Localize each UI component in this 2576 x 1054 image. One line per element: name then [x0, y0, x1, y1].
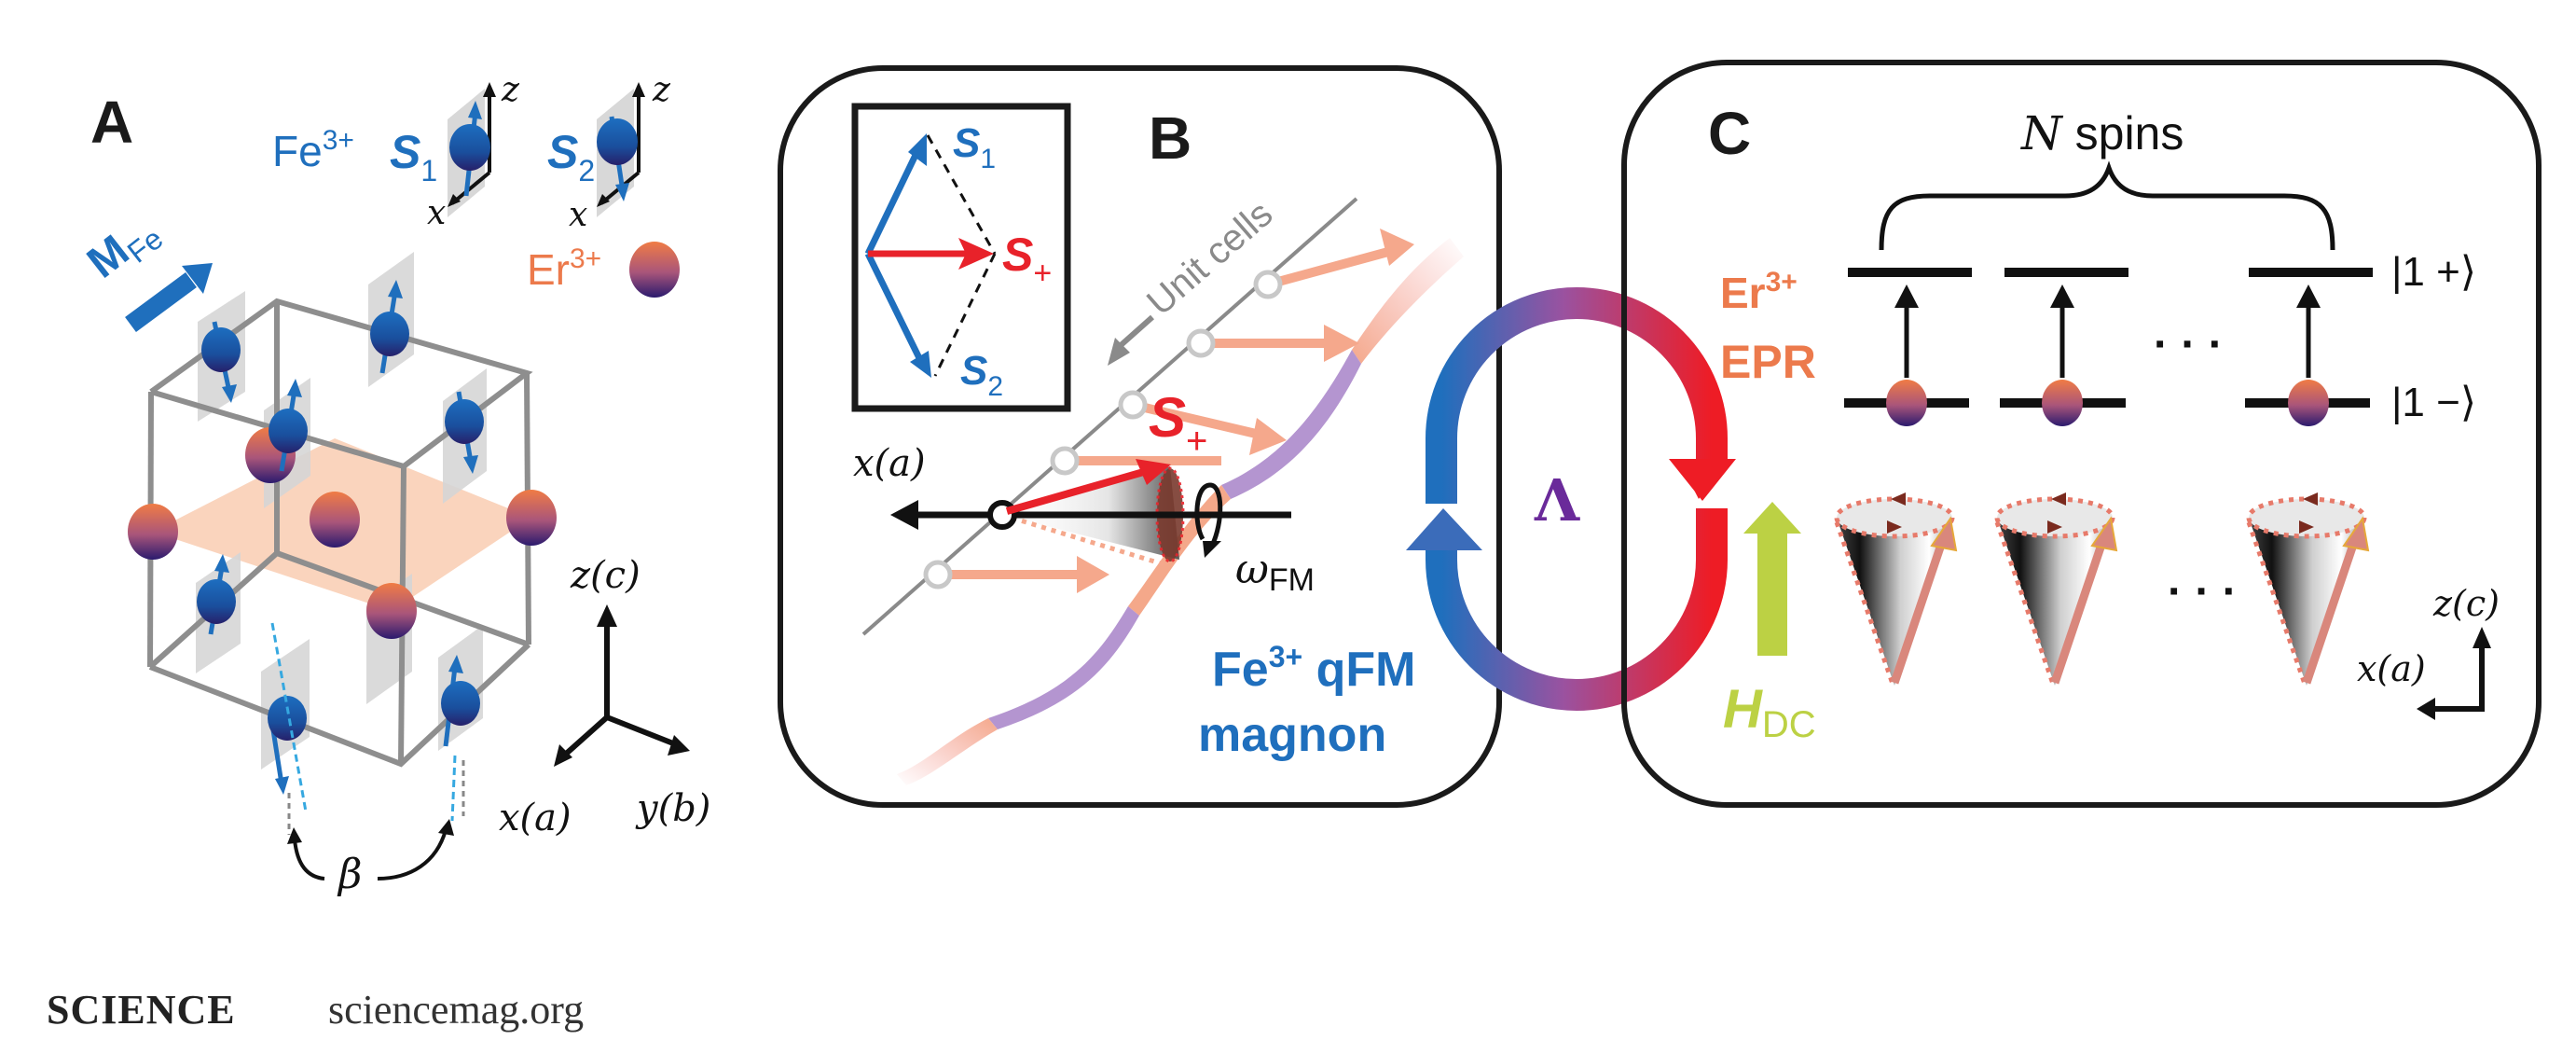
er-sphere-icon — [2288, 380, 2329, 426]
inset-s2-label: S2 — [960, 348, 1003, 402]
lattice-line — [861, 197, 1358, 636]
fe-spin-up — [441, 655, 480, 747]
er-ion-legend: Er3+ — [527, 243, 601, 294]
panel-b-label: B — [1149, 104, 1192, 172]
panel-c-label: C — [1708, 100, 1751, 167]
fe-spin-up — [269, 379, 308, 472]
fe-spin-down — [445, 391, 484, 474]
er-epr-label-1: Er3+ — [1720, 267, 1798, 317]
levels-ellipsis: · · · — [2154, 320, 2224, 369]
ket-lower-label: |1 −⟩ — [2391, 380, 2476, 425]
panel-a: A Fe3+ S1 z x S2 z x — [78, 71, 710, 898]
panel-b: B S1 S+ S2 Unit cells — [778, 65, 1502, 808]
cones-ellipsis: · · · — [2168, 567, 2238, 617]
inset-s1-label: S1 — [953, 120, 996, 174]
canting-angle-label: β — [337, 851, 362, 898]
er-sphere-icon — [629, 242, 680, 298]
spin-level-n — [2245, 268, 2373, 426]
fe-ions — [197, 280, 484, 795]
coupling-loop: Λ — [1406, 287, 1736, 711]
b-axis-x-label: x(a) — [853, 442, 926, 485]
axis-x-label: x(a) — [499, 797, 572, 839]
c-axis-x-label: x(a) — [2357, 648, 2426, 689]
fe-sphere-icon — [597, 118, 638, 165]
s2-x-label: x — [569, 196, 587, 234]
chain-spins — [938, 244, 1400, 579]
er-epr-label-2: EPR — [1720, 336, 1816, 388]
cone-2 — [1994, 492, 2118, 686]
spin-level-2 — [2000, 268, 2128, 426]
lattice-sites — [923, 270, 1283, 589]
axis-y-label: y(b) — [635, 787, 710, 830]
splus-label: S+ — [1149, 386, 1207, 462]
s2-legend-spin — [597, 82, 645, 217]
s2-legend-label: S2 — [547, 126, 595, 187]
er-sphere-icon — [1886, 380, 1927, 426]
er-sphere-icon — [366, 583, 417, 639]
omega-label: ωFM — [1235, 546, 1315, 598]
panel-b-frame — [778, 65, 1502, 808]
fe-spin-down — [268, 696, 307, 795]
loop-arrow-up-icon — [1406, 508, 1482, 550]
rotation-arrow-icon — [1194, 482, 1223, 548]
panel-c: C N spins Er3+ EPR — [1621, 60, 2542, 808]
s1-legend-spin — [448, 82, 496, 217]
precession-cones — [1834, 492, 2370, 686]
coupling-symbol: Λ — [1534, 466, 1580, 534]
cone-n — [2246, 492, 2370, 686]
er-sphere-icon — [128, 504, 178, 560]
energy-levels — [1844, 268, 2373, 426]
fe-sphere-icon — [449, 124, 490, 171]
magnon-title-line2: magnon — [1198, 708, 1386, 762]
panel-c-frame — [1621, 60, 2542, 808]
c-axis-z-label: z(c) — [2432, 583, 2500, 624]
magnon-title-line1: Fe3+ qFM — [1212, 640, 1415, 697]
splus-vector — [1005, 467, 1149, 515]
spin-level-1 — [1844, 268, 1972, 426]
beta-arrow-right — [377, 829, 448, 881]
s1-x-label: x — [427, 194, 446, 232]
er-sphere-icon — [506, 490, 557, 546]
inset-vectors — [864, 133, 997, 378]
s1-z-label: z — [501, 71, 520, 109]
n-spins-brace — [1879, 160, 2335, 251]
cone-1 — [1834, 492, 1958, 686]
er-sphere-icon — [310, 492, 360, 548]
dc-field-label: HDC — [1723, 679, 1816, 745]
panel-a-label: A — [90, 89, 133, 156]
n-spins-label: N spins — [2020, 106, 2183, 160]
fe-spin-down — [201, 321, 241, 403]
crystal-axes — [554, 604, 690, 767]
unit-cells-label: Unit cells — [1139, 193, 1280, 324]
spin-sum-inset — [851, 103, 1071, 412]
s1-legend-label: S1 — [390, 126, 437, 187]
inset-splus-label: S+ — [1002, 229, 1052, 291]
unit-cells-arrow-icon — [1108, 338, 1130, 366]
dc-field-arrow — [1743, 502, 1801, 656]
beta-arrow-left — [293, 839, 325, 881]
c-axes — [2417, 627, 2491, 720]
axis-z-label: z(c) — [570, 554, 641, 597]
footer-brand: SCIENCE — [47, 987, 236, 1033]
er-sphere-icon — [2042, 380, 2083, 426]
fe-spin-up — [197, 554, 236, 635]
footer-site: sciencemag.org — [328, 987, 584, 1033]
magnetization-label: MFe — [78, 204, 169, 292]
s2-z-label: z — [652, 71, 671, 109]
magnetization-arrow — [125, 263, 213, 333]
fe-spin-up — [370, 280, 409, 374]
footer: SCIENCE sciencemag.org — [47, 987, 584, 1033]
x-axis-arrow-icon — [890, 500, 918, 530]
ket-upper-label: |1 +⟩ — [2391, 249, 2476, 295]
fe-ion-legend: Fe3+ — [272, 125, 354, 175]
